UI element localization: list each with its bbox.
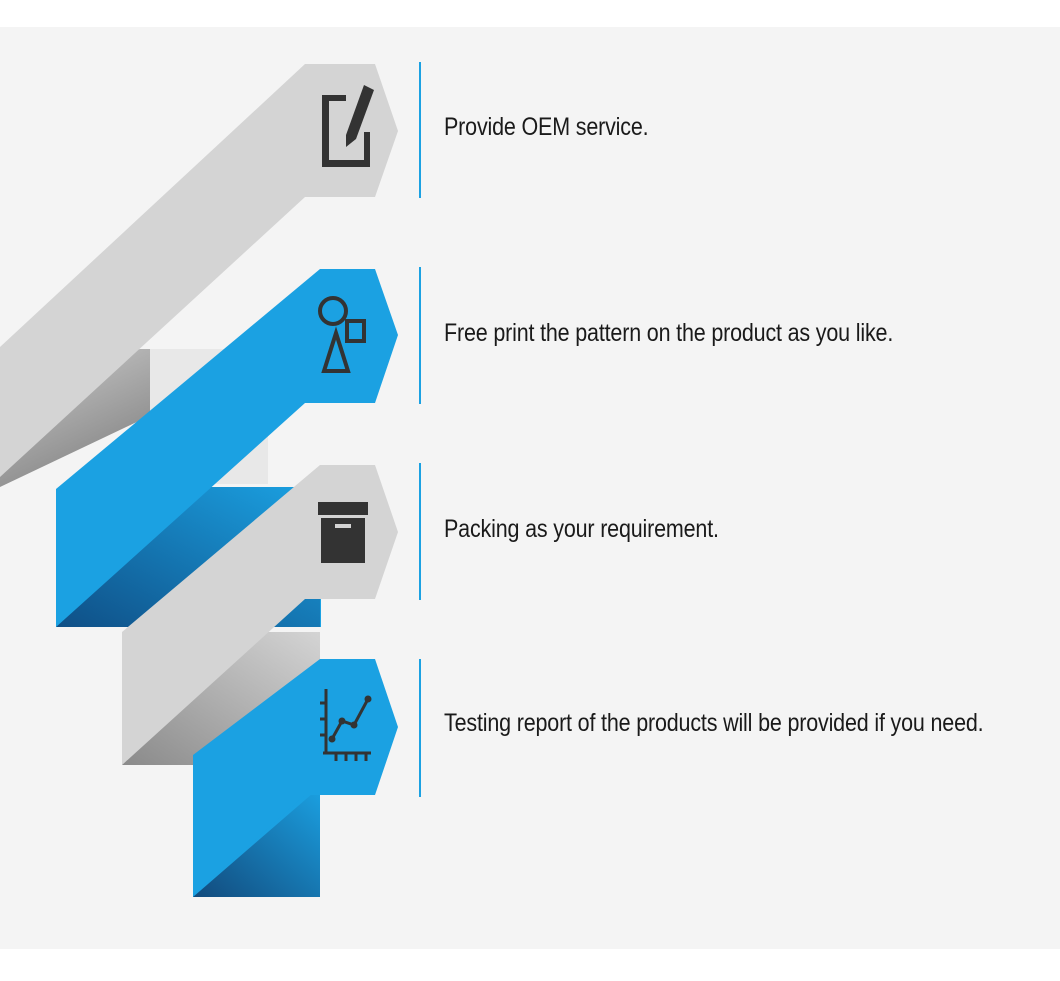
step-3-text: Packing as your requirement. bbox=[444, 515, 719, 543]
ribbon-graphic bbox=[0, 64, 398, 897]
line-chart-icon bbox=[320, 689, 372, 761]
divider-4 bbox=[419, 659, 421, 797]
ribbon-1 bbox=[0, 64, 398, 477]
services-infographic: Provide OEM service. Free print the patt… bbox=[0, 27, 1060, 949]
divider-3 bbox=[419, 463, 421, 600]
ribbon-4-shadow bbox=[193, 787, 320, 897]
step-4-text: Testing report of the products will be p… bbox=[444, 709, 984, 737]
archive-box-icon bbox=[318, 502, 368, 563]
ribbon-4 bbox=[193, 659, 398, 895]
step-1-text: Provide OEM service. bbox=[444, 113, 649, 141]
ribbon-2 bbox=[56, 269, 398, 627]
step-2-text: Free print the pattern on the product as… bbox=[444, 319, 894, 347]
edit-note-icon bbox=[322, 85, 374, 167]
shapes-icon bbox=[318, 296, 366, 373]
divider-2 bbox=[419, 267, 421, 404]
divider-1 bbox=[419, 62, 421, 198]
